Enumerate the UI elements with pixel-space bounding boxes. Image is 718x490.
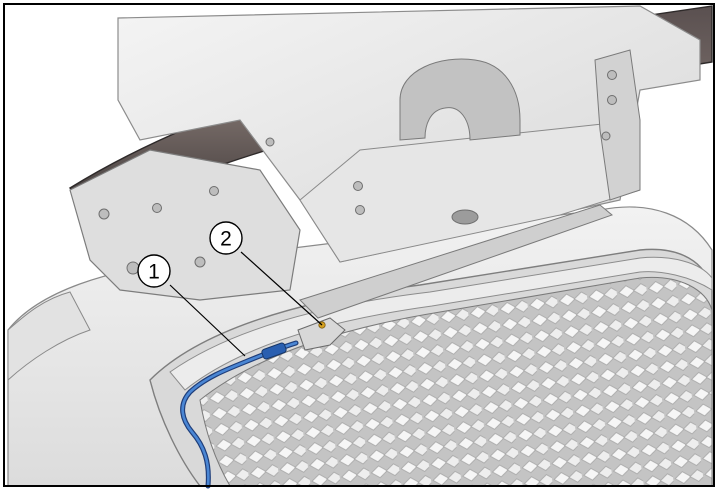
- mount-hole: [451, 209, 479, 225]
- grille-top-rim: [169, 256, 713, 391]
- fastener-bolt: [194, 256, 206, 268]
- callout-2: 2: [209, 221, 243, 255]
- callout-1-leader: [169, 284, 246, 357]
- fastener-bolt: [152, 203, 162, 213]
- callout-1-circle: [137, 254, 171, 288]
- callout-1-number: 1: [148, 261, 160, 284]
- bracket-arch-cutout: [399, 58, 521, 141]
- fastener-bolt: [98, 208, 110, 220]
- fasteners: [98, 70, 617, 275]
- fastener-bolt: [209, 186, 219, 196]
- wiring-harness-highlight: [181, 341, 298, 488]
- fastener-bolt: [601, 131, 611, 141]
- sensor-clip: [297, 317, 346, 351]
- callout-2-circle: [209, 221, 243, 255]
- fastener-bolt: [265, 137, 275, 147]
- callout-1: 1: [137, 254, 171, 288]
- fastener-bolt: [355, 205, 365, 215]
- fastener-bolt: [607, 70, 617, 80]
- bumper-bracket-right: [594, 49, 641, 201]
- fastener-bolt: [607, 95, 617, 105]
- fastener-bolt: [353, 181, 363, 191]
- bumper-left-lip: [7, 291, 91, 382]
- sensor-mount-bar: [299, 204, 613, 319]
- callout-2-number: 2: [220, 228, 232, 251]
- callout-2-leader: [240, 251, 323, 326]
- bumper-bracket-left: [69, 149, 301, 301]
- figure-frame: [3, 3, 715, 487]
- fastener-bolt: [126, 261, 140, 275]
- harness-connector: [261, 342, 287, 360]
- grille-mesh: [199, 276, 713, 487]
